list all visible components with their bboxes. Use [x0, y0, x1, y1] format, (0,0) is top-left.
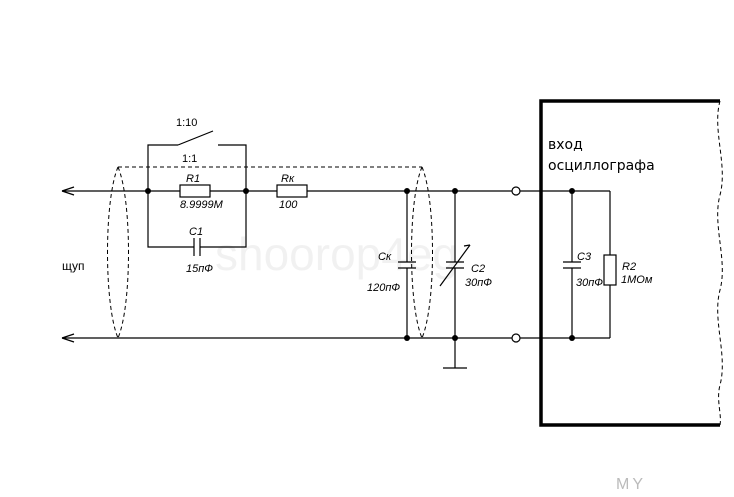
- label-ratio-10: 1:10: [176, 117, 197, 129]
- oscilloscope-box: [539, 99, 723, 427]
- label-c1-name: C1: [189, 226, 203, 238]
- label-ratio-1: 1:1: [182, 153, 197, 165]
- junction-dots: [145, 188, 575, 341]
- corner-watermark: MY: [616, 476, 646, 493]
- capacitor-c3: [563, 191, 581, 338]
- label-c1-value: 15пФ: [186, 263, 213, 275]
- label-rk-value: 100: [279, 199, 298, 211]
- resistor-rk: [276, 184, 308, 198]
- label-c3-value: 30пФ: [576, 277, 603, 289]
- coax-shield: [107, 166, 433, 339]
- label-c3-name: C3: [577, 251, 592, 263]
- label-r1-value: 8.9999M: [180, 199, 224, 211]
- resistor-r2: [603, 191, 617, 338]
- capacitor-c2-variable: [439, 191, 471, 369]
- label-oscilloscope-line1: вход: [548, 137, 583, 153]
- watermark: shoorop4eg: [215, 228, 458, 280]
- label-c2-name: C2: [471, 263, 485, 275]
- label-rk-name: Rк: [281, 173, 295, 185]
- input-terminal-bottom: [511, 333, 521, 343]
- input-terminal-top: [511, 186, 521, 196]
- label-ck-value: 120пФ: [367, 282, 400, 294]
- attenuation-switch: [147, 130, 247, 191]
- label-ck-name: Cк: [378, 251, 392, 263]
- label-c2-value: 30пФ: [465, 277, 492, 289]
- capacitor-ck: [398, 191, 416, 338]
- label-r1-name: R1: [186, 173, 200, 185]
- label-r2-value: 1MОм: [621, 274, 653, 286]
- label-oscilloscope-line2: осциллографа: [548, 158, 655, 174]
- resistor-r1: [179, 184, 211, 198]
- label-probe: щуп: [62, 259, 85, 273]
- top-signal-wire: [61, 186, 610, 196]
- label-r2-name: R2: [622, 261, 636, 273]
- capacitor-c1: [147, 191, 247, 256]
